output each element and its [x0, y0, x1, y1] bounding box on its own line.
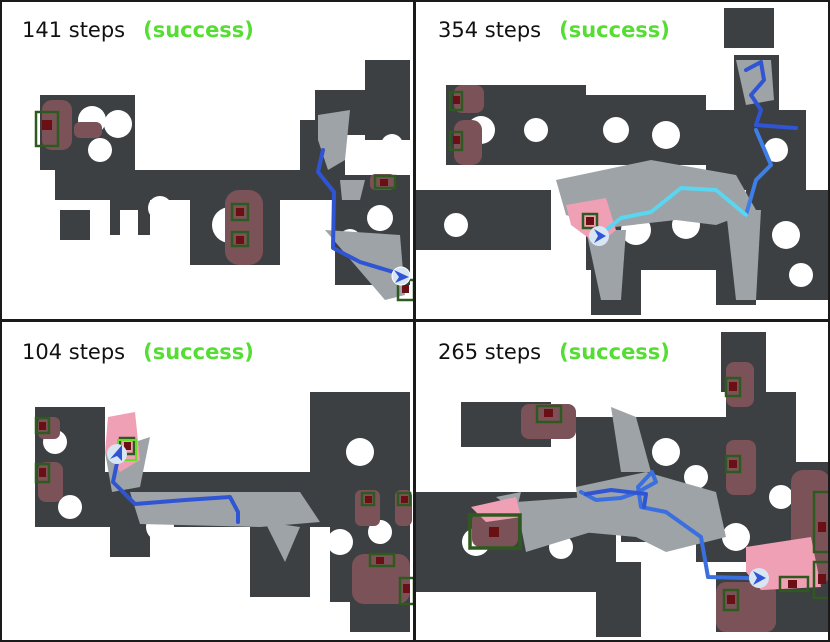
- episode-caption: 141 steps (success): [22, 16, 254, 44]
- agent-icon: [589, 226, 609, 246]
- agent-icon: [391, 266, 411, 286]
- step-count: 265 steps: [438, 340, 542, 364]
- semantic-map-2: [416, 8, 830, 315]
- divider-horizontal: [0, 319, 830, 322]
- status-label: (success): [559, 18, 670, 42]
- status-label: (success): [143, 340, 254, 364]
- step-count: 141 steps: [22, 18, 126, 42]
- status-label: (success): [143, 18, 254, 42]
- agent-icon: [749, 568, 769, 588]
- episode-caption: 354 steps (success): [438, 16, 670, 44]
- semantic-map-1: [34, 60, 414, 302]
- status-label: (success): [559, 340, 670, 364]
- step-count: 104 steps: [22, 340, 126, 364]
- episode-panel-3: 104 steps (success): [0, 322, 414, 642]
- episode-panel-2: 354 steps (success): [416, 0, 830, 320]
- semantic-map-4: [416, 332, 830, 637]
- semantic-map-3: [34, 392, 414, 632]
- step-count: 354 steps: [438, 18, 542, 42]
- episode-panel-1: 141 steps (success): [0, 0, 414, 320]
- agent-icon: [107, 444, 127, 464]
- episode-panel-4: 265 steps (success): [416, 322, 830, 642]
- episode-caption: 265 steps (success): [438, 338, 670, 366]
- episode-caption: 104 steps (success): [22, 338, 254, 366]
